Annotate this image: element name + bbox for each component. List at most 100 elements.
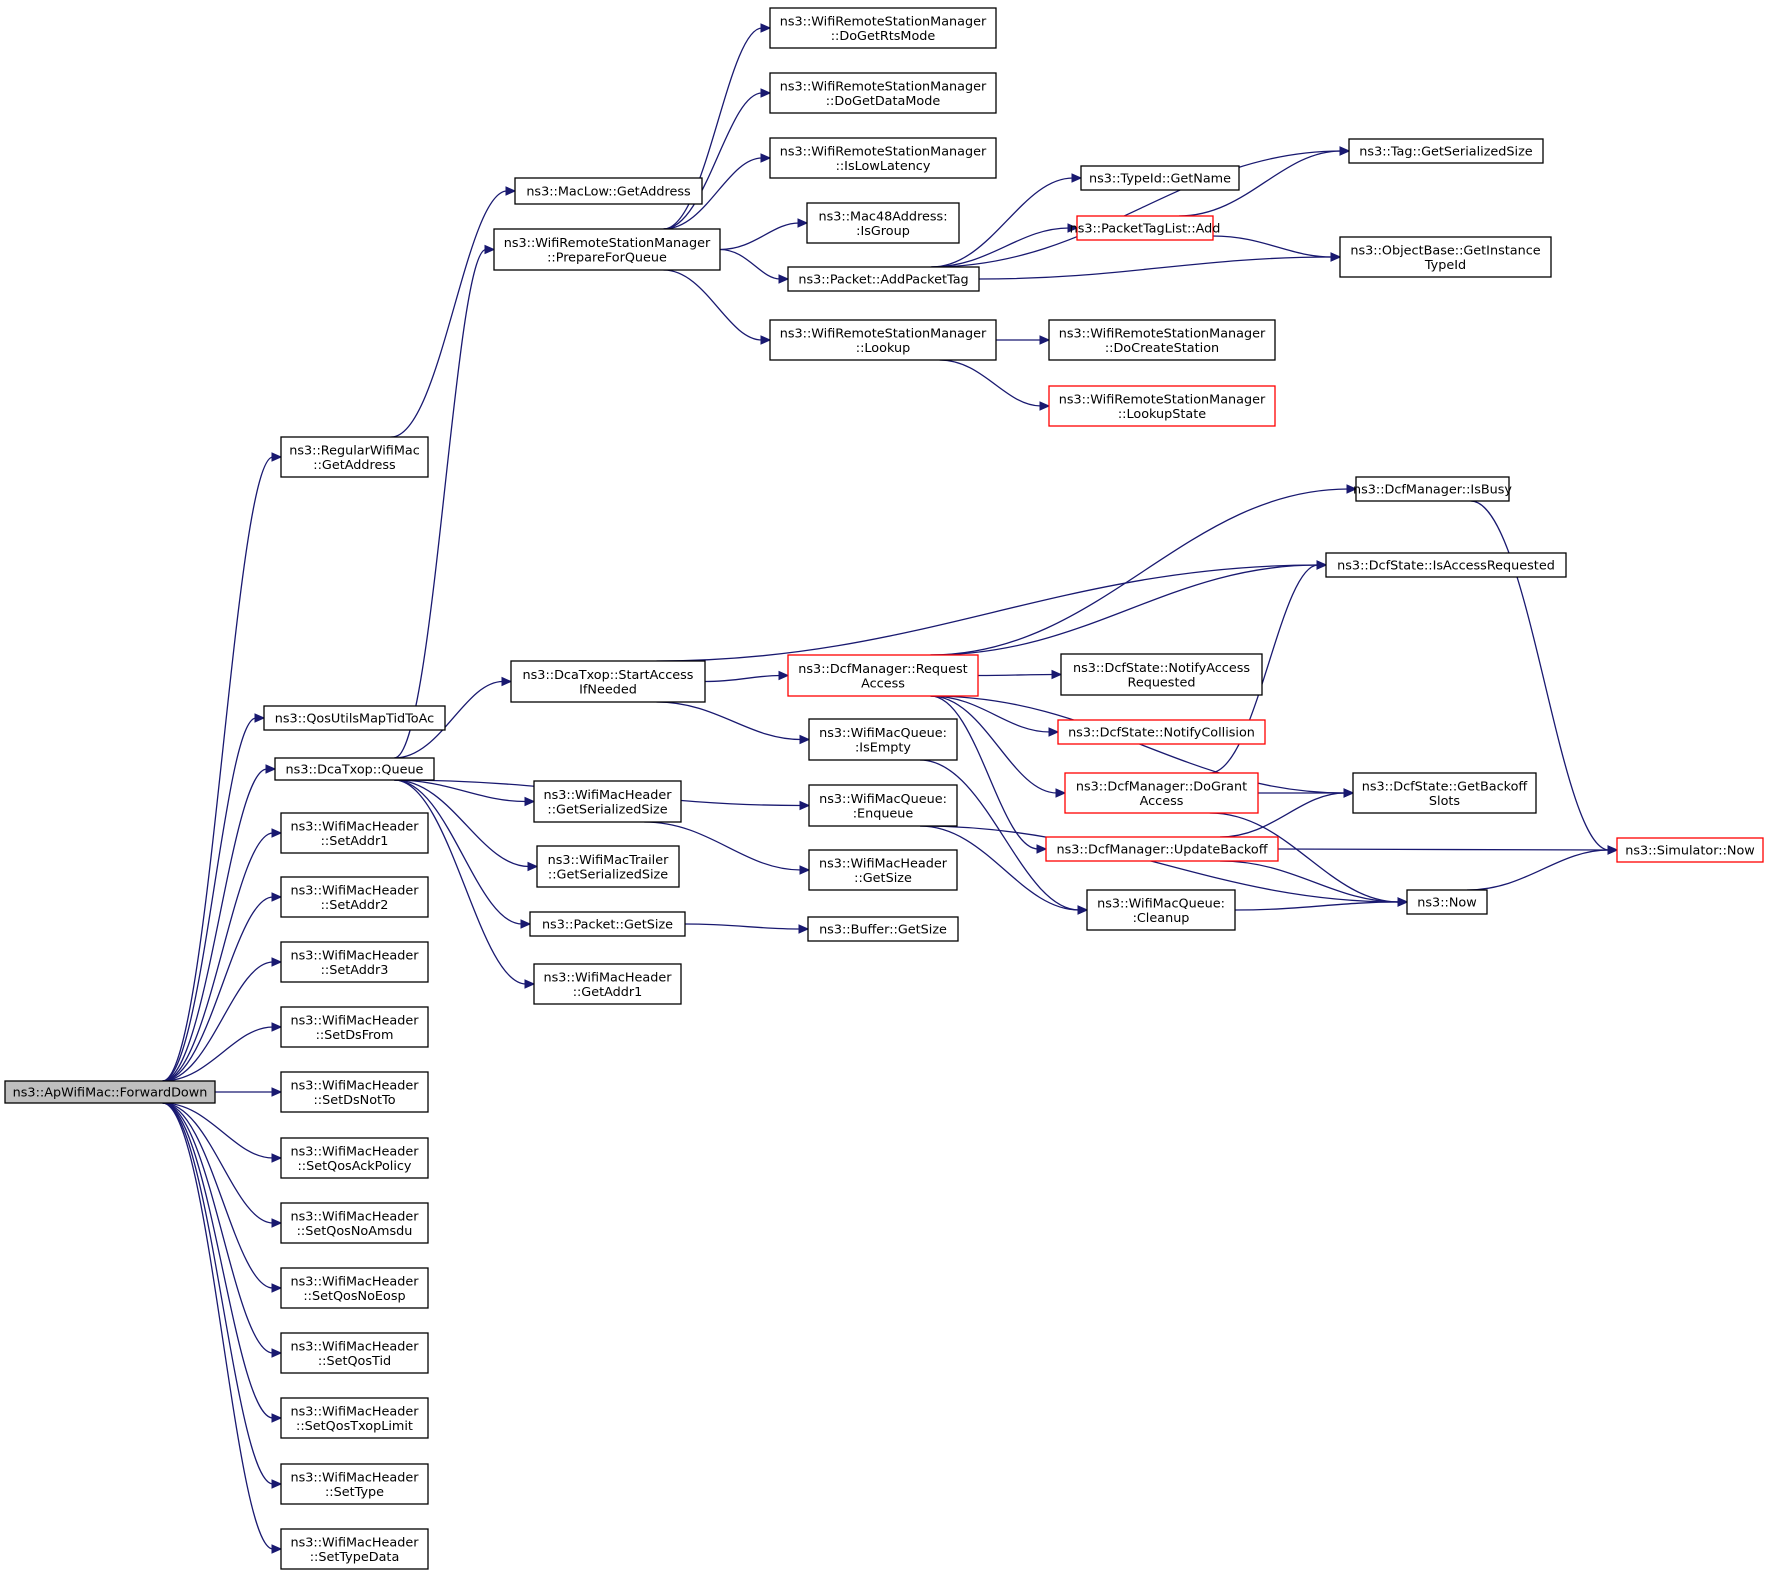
edge-arrowhead	[1077, 905, 1089, 915]
node-set-addr2[interactable]: ns3::WifiMacHeader::SetAddr2	[280, 876, 429, 918]
node-set-ds-from[interactable]: ns3::WifiMacHeader::SetDsFrom	[280, 1006, 429, 1048]
node-box	[1339, 236, 1552, 278]
node-label: ns3::WifiMacHeader	[819, 856, 948, 871]
edge-arrowhead	[524, 796, 536, 807]
node-prep-queue[interactable]: ns3::WifiRemoteStationManager::PrepareFo…	[493, 228, 721, 271]
node-label: ns3::Buffer::GetSize	[819, 923, 947, 938]
node-ptl-add[interactable]: ns3::PacketTagList::Add	[1070, 215, 1221, 241]
edge-arrowhead	[1051, 669, 1063, 680]
edge-arrowhead	[1330, 252, 1342, 262]
node-label: ns3::DcfState::IsAccessRequested	[1337, 559, 1555, 574]
node-set-addr3[interactable]: ns3::WifiMacHeader::SetAddr3	[280, 941, 429, 983]
node-q-enqueue[interactable]: ns3::WifiMacQueue::Enqueue	[808, 784, 958, 827]
node-box	[806, 202, 960, 244]
node-qos-map[interactable]: ns3::QosUtilsMapTidToAc	[263, 705, 446, 731]
node-mac-low-addr[interactable]: ns3::MacLow::GetAddress	[514, 177, 703, 205]
node-dca-queue[interactable]: ns3::DcaTxop::Queue	[274, 757, 435, 781]
node-box	[1616, 837, 1764, 863]
node-set-qos-ack[interactable]: ns3::WifiMacHeader::SetQosAckPolicy	[280, 1137, 429, 1179]
node-set-type[interactable]: ns3::WifiMacHeader::SetType	[280, 1463, 429, 1505]
node-label: ns3::WifiRemoteStationManager	[780, 326, 987, 341]
node-upd-backoff[interactable]: ns3::DcfManager::UpdateBackoff	[1045, 836, 1279, 862]
node-buf-get-size[interactable]: ns3::Buffer::GetSize	[807, 916, 959, 942]
node-sim-now[interactable]: ns3::Simulator::Now	[1616, 837, 1764, 863]
node-set-type-data[interactable]: ns3::WifiMacHeader::SetTypeData	[280, 1528, 429, 1570]
node-is-busy[interactable]: ns3::DcfManager::IsBusy	[1353, 476, 1512, 502]
node-add-pkt-tag[interactable]: ns3::Packet::AddPacketTag	[787, 266, 980, 292]
node-notify-coll[interactable]: ns3::DcfState::NotifyCollision	[1057, 719, 1266, 745]
node-label: ns3::DcfManager::Request	[798, 662, 967, 677]
node-label: ns3::DcfState::GetBackoff	[1362, 779, 1529, 794]
edge-req-access-to-is-busy	[930, 488, 1349, 656]
edge-fwd-to-set-qos-txop	[162, 1102, 274, 1419]
node-set-ds-not-to[interactable]: ns3::WifiMacHeader::SetDsNotTo	[280, 1071, 429, 1113]
node-low-lat[interactable]: ns3::WifiRemoteStationManager::IsLowLate…	[769, 137, 997, 179]
node-reg-get-addr[interactable]: ns3::RegularWifiMac::GetAddress	[280, 436, 429, 478]
node-set-qos-txop[interactable]: ns3::WifiMacHeader::SetQosTxopLimit	[280, 1397, 429, 1439]
edge-req-access-to-notify-coll	[930, 695, 1051, 733]
edge-arrowhead	[797, 218, 809, 228]
node-rts-mode[interactable]: ns3::WifiRemoteStationManager::DoGetRtsM…	[769, 7, 997, 49]
edge-arrowhead	[799, 865, 811, 875]
node-tag-ser-size[interactable]: ns3::Tag::GetSerializedSize	[1348, 138, 1544, 164]
node-trailer-ser[interactable]: ns3::WifiMacTrailer::GetSerializedSize	[536, 845, 680, 888]
node-hdr-get-size[interactable]: ns3::WifiMacHeader::GetSize	[808, 849, 958, 891]
edge-arrowhead	[527, 861, 539, 872]
node-box	[769, 72, 997, 114]
node-label: :Cleanup	[1133, 911, 1190, 926]
edge-now-to-sim-now	[1466, 849, 1610, 891]
node-get-addr1[interactable]: ns3::WifiMacHeader::GetAddr1	[533, 963, 682, 1005]
node-label: ns3::WifiMacHeader	[290, 1144, 419, 1159]
node-set-qos-no-amsdu[interactable]: ns3::WifiMacHeader::SetQosNoAmsdu	[280, 1202, 429, 1244]
edge-fwd-to-set-type	[162, 1102, 274, 1485]
node-lookup-state[interactable]: ns3::WifiRemoteStationManager::LookupSta…	[1048, 385, 1276, 427]
node-is-group[interactable]: ns3::Mac48Address::IsGroup	[806, 202, 960, 244]
node-label: ns3::WifiRemoteStationManager	[1059, 326, 1266, 341]
node-hdr-ser-size[interactable]: ns3::WifiMacHeader::GetSerializedSize	[533, 780, 682, 823]
node-set-qos-tid[interactable]: ns3::WifiMacHeader::SetQosTid	[280, 1332, 429, 1374]
node-label: ::SetQosNoEosp	[303, 1289, 405, 1304]
edge-arrowhead	[520, 919, 532, 929]
edge-upd-backoff-to-backoff-slots	[1219, 792, 1346, 838]
node-label: ns3::ApWifiMac::ForwardDown	[13, 1086, 208, 1101]
node-set-qos-no-eosp[interactable]: ns3::WifiMacHeader::SetQosNoEosp	[280, 1267, 429, 1309]
node-label: ns3::WifiMacHeader	[290, 1404, 419, 1419]
edge-arrowhead	[271, 892, 283, 902]
node-set-addr1[interactable]: ns3::WifiMacHeader::SetAddr1	[280, 812, 429, 854]
node-data-mode[interactable]: ns3::WifiRemoteStationManager::DoGetData…	[769, 72, 997, 114]
node-box	[769, 137, 997, 179]
edge-dca-queue-to-get-addr1	[394, 779, 527, 985]
edge-arrowhead	[1343, 788, 1355, 798]
node-label: ::SetQosNoAmsdu	[297, 1224, 413, 1239]
node-pkt-get-size[interactable]: ns3::Packet::GetSize	[529, 911, 686, 937]
node-do-create-sta[interactable]: ns3::WifiRemoteStationManager::DoCreateS…	[1048, 319, 1276, 361]
node-is-acc-req[interactable]: ns3::DcfState::IsAccessRequested	[1325, 552, 1567, 578]
edge-fwd-to-set-addr3	[162, 961, 274, 1082]
node-fwd[interactable]: ns3::ApWifiMac::ForwardDown	[4, 1080, 216, 1104]
node-now[interactable]: ns3::Now	[1406, 889, 1488, 915]
node-label: ns3::WifiMacTrailer	[548, 853, 669, 868]
edge-lookup-to-lookup-state	[939, 359, 1042, 407]
edge-upd-backoff-to-sim-now	[1277, 848, 1610, 851]
node-box	[514, 177, 703, 205]
edge-arrowhead	[271, 957, 283, 967]
edge-ptl-add-to-tag-ser-size	[1178, 150, 1342, 217]
node-label: ns3::DcfManager::IsBusy	[1353, 483, 1512, 498]
node-label: ns3::WifiMacHeader	[543, 788, 672, 803]
node-label: ns3::PacketTagList::Add	[1070, 222, 1221, 237]
node-box	[529, 911, 686, 937]
edge-start-access-to-q-is-empty	[656, 701, 802, 741]
node-type-id-name[interactable]: ns3::TypeId::GetName	[1080, 165, 1240, 191]
node-q-cleanup[interactable]: ns3::WifiMacQueue::Cleanup	[1086, 889, 1236, 931]
node-label: ns3::DcfState::NotifyCollision	[1068, 726, 1255, 741]
node-q-is-empty[interactable]: ns3::WifiMacQueue::IsEmpty	[808, 718, 958, 761]
edge-fwd-to-set-qos-no-eosp	[162, 1102, 274, 1289]
node-lookup[interactable]: ns3::WifiRemoteStationManager::Lookup	[769, 319, 997, 361]
edge-hdr-ser-size-to-hdr-get-size	[644, 821, 802, 871]
